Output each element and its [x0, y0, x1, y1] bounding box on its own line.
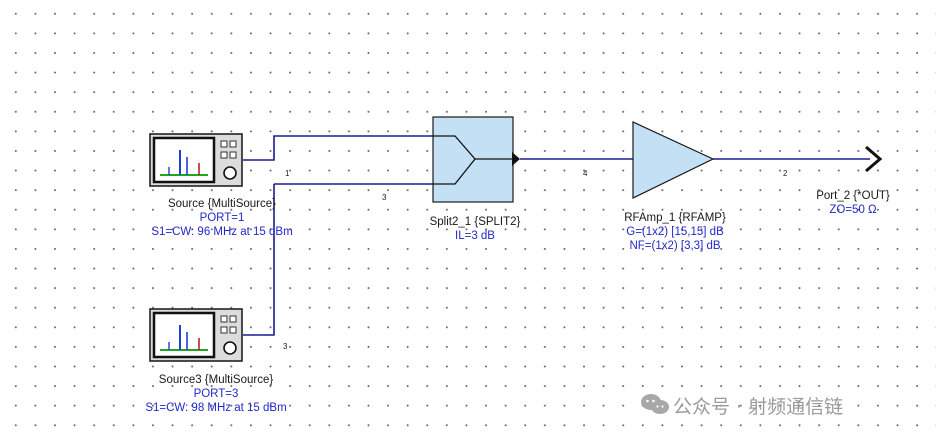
amplifier-nf: NF=(1x2) [3,3] dB	[629, 240, 721, 252]
splitter-port-arrow-icon	[512, 152, 520, 166]
splitter-labels[interactable]: Split2_1 {SPLIT2} IL=3 dB	[405, 215, 545, 243]
port2-symbol[interactable]	[865, 145, 883, 173]
wechat-icon	[641, 394, 669, 414]
source1-spectrum-icon	[160, 150, 208, 176]
wire-net-1[interactable]	[243, 135, 433, 161]
source3-spectrum-icon	[160, 325, 208, 351]
source3-port: PORT=3	[193, 388, 239, 400]
source1-signal: S1=CW: 96 MHz at 15 dBm	[151, 226, 293, 238]
net-label-3-top: 3	[382, 193, 387, 202]
amplifier-name: RFAmp_1 {RFAMP}	[624, 212, 726, 224]
port2-name: Port_2 {*OUT}	[816, 190, 890, 202]
source1-knob-icon	[223, 166, 237, 180]
amplifier-triangle	[632, 121, 715, 199]
source3-name: Source3 {MultiSource}	[158, 374, 274, 386]
net-label-3-bottom: 3	[283, 342, 288, 351]
watermark-text: 公众号 · 射频通信链	[673, 396, 844, 418]
wire-net-3-bottom[interactable]	[243, 184, 275, 336]
splitter-param: IL=3 dB	[455, 230, 495, 242]
splitter-name: Split2_1 {SPLIT2}	[429, 216, 521, 228]
output-arrow-icon	[865, 145, 883, 173]
source3-signal: S1=CW: 98 MHz at 15 dBm	[145, 402, 287, 414]
net-label-2: 2	[783, 169, 788, 178]
amplifier-symbol[interactable]	[632, 121, 715, 199]
port2-param: ZO=50 Ω	[829, 204, 877, 216]
source3-labels[interactable]: Source3 {MultiSource} PORT=3 S1=CW: 98 M…	[106, 373, 326, 415]
wires	[243, 135, 870, 336]
amplifier-gain: G=(1x2) [15,15] dB	[626, 226, 724, 238]
port2-labels[interactable]: Port_2 {*OUT} ZO=50 Ω	[808, 189, 898, 217]
source1-port: PORT=1	[199, 212, 245, 224]
watermark: 公众号 · 射频通信链	[637, 392, 843, 419]
source1-symbol[interactable]	[149, 133, 243, 187]
source3-symbol[interactable]	[149, 308, 243, 362]
net-label-4: 4	[583, 169, 588, 178]
source1-name: Source {MultiSource}	[167, 198, 277, 210]
splitter-symbol[interactable]	[432, 116, 520, 203]
source1-labels[interactable]: Source {MultiSource} PORT=1 S1=CW: 96 MH…	[112, 197, 332, 239]
source3-knob-icon	[223, 341, 237, 355]
net-label-1: 1	[285, 169, 290, 178]
amplifier-labels[interactable]: RFAmp_1 {RFAMP} G=(1x2) [15,15] dB NF=(1…	[600, 211, 750, 253]
